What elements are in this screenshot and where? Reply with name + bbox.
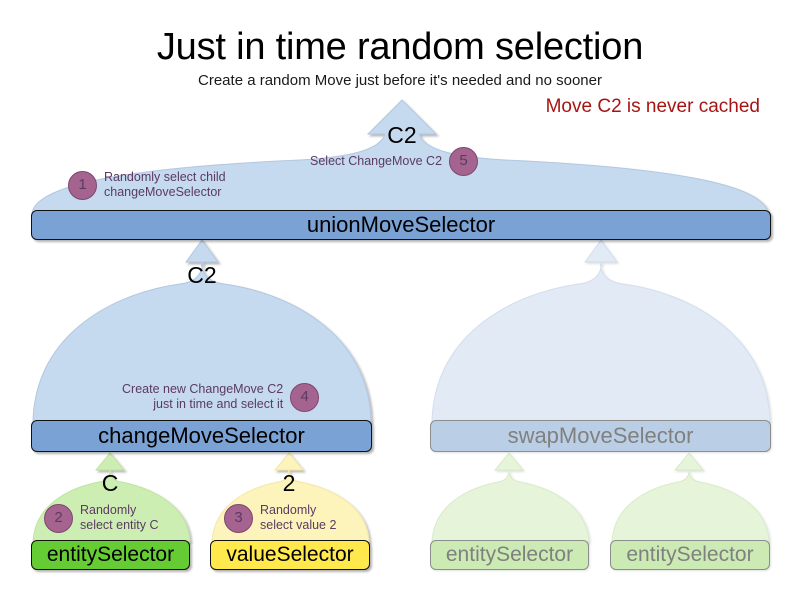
fan-change-to-union (32, 239, 372, 423)
annotation-line: select value 2 (260, 518, 337, 533)
annotation-line: changeMoveSelector (104, 185, 222, 200)
page-subtitle: Create a random Move just before it's ne… (198, 72, 602, 89)
node-entity-selector-c[interactable]: entitySelector (31, 540, 190, 570)
step-badge-1: 1 (68, 170, 97, 200)
step-badge-3: 3 (224, 503, 253, 533)
annotation-step-2: 2 Randomly select entity C (44, 503, 159, 534)
annotation-step-2-text: Randomly select entity C (80, 503, 159, 534)
annotation-line: select entity C (80, 518, 159, 533)
node-value-selector-2[interactable]: valueSelector (210, 540, 370, 570)
annotation-step-1: 1 Randomly select child changeMoveSelect… (68, 170, 226, 201)
step-badge-4: 4 (290, 382, 320, 412)
annotation-step-4-text: Create new ChangeMove C2 just in time an… (122, 382, 283, 413)
step-badge-5: 5 (449, 147, 479, 176)
edge-label-union-out: C2 (387, 122, 417, 148)
page-title: Just in time random selection (156, 26, 644, 68)
annotation-step-5-text: Select ChangeMove C2 (310, 153, 443, 168)
node-swap-entity-selector-1[interactable]: entitySelector (430, 540, 589, 570)
cache-warning-text: Move C2 is never cached (545, 96, 760, 117)
annotation-step-1-text: Randomly select child changeMoveSelector (104, 170, 226, 201)
fan-union-out (31, 99, 769, 215)
fan-swap-entity-1 (431, 452, 590, 543)
annotation-step-4: Create new ChangeMove C2 just in time an… (122, 382, 320, 413)
edge-label-entity-out: C (101, 470, 119, 496)
edge-label-change-to-union: C2 (187, 262, 217, 288)
annotation-step-3: 3 Randomly select value 2 (224, 503, 336, 534)
edge-label-value-out: 2 (282, 470, 296, 496)
node-union-move-selector[interactable]: unionMoveSelector (31, 210, 771, 240)
annotation-line: Randomly (260, 503, 317, 517)
annotation-line: Create new ChangeMove C2 (122, 382, 284, 396)
fan-swap-entity-2 (611, 452, 770, 543)
node-change-move-selector[interactable]: changeMoveSelector (31, 420, 372, 452)
fan-swap-to-union (431, 239, 771, 423)
annotation-step-3-text: Randomly select value 2 (260, 503, 336, 534)
annotation-line: Randomly (80, 503, 137, 517)
step-badge-2: 2 (44, 503, 73, 533)
annotation-line: Randomly select child (104, 170, 226, 184)
node-swap-entity-selector-2[interactable]: entitySelector (610, 540, 770, 570)
annotation-step-5: Select ChangeMove C2 5 (310, 147, 479, 176)
node-swap-move-selector[interactable]: swapMoveSelector (430, 420, 771, 452)
annotation-line: just in time and select it (153, 397, 284, 412)
